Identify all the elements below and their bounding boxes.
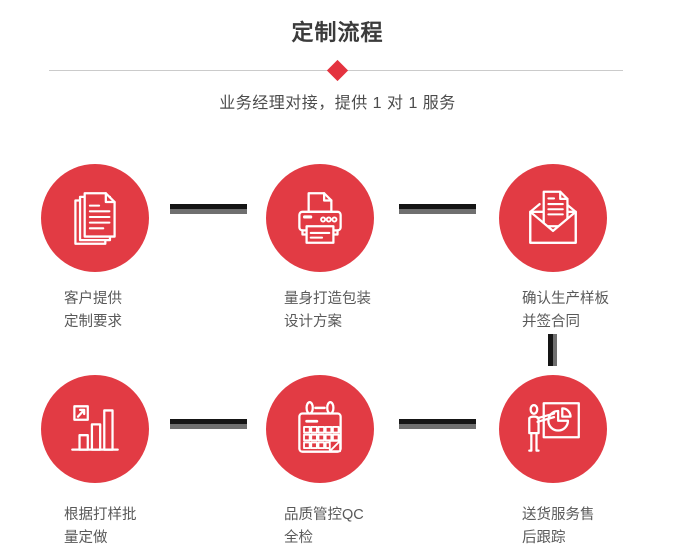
step-label-2-line1: 量身打造包装 [284,291,371,307]
step-label-4-line1: 根据打样批 [64,507,137,523]
connector-step2-step3 [399,204,476,214]
connector-step3-step6 [548,334,557,366]
step-label-1-line2: 定制要求 [64,313,122,330]
presentation-icon [528,402,580,452]
connector-step5-step6 [399,419,476,429]
step-label-4-line2: 量定做 [64,529,108,546]
step-label-3-line1: 确认生产样板 [522,291,609,307]
step-circle-6 [499,375,607,483]
step-circle-3 [499,164,607,272]
step-circle-2 [266,164,374,272]
bar-chart-icon [71,405,119,451]
step-label-1-line1: 客户提供 [64,291,122,307]
page-subtitle: 业务经理对接，提供 1 对 1 服务 [219,95,456,112]
connector-step1-step2 [170,204,247,214]
step-label-5-line2: 全检 [284,529,313,546]
step-label-5: 品质管控QC 全检 [284,504,364,549]
connector-step4-step5 [170,419,247,429]
envelope-icon [529,190,577,244]
step-label-1: 客户提供 定制要求 [64,288,122,333]
printer-icon [298,192,342,244]
step-label-5-line1: 品质管控QC [284,507,364,523]
step-circle-1 [41,164,149,272]
calendar-icon [298,401,342,453]
diamond-icon [326,59,349,82]
page-title: 定制流程 [291,20,384,45]
step-label-3: 确认生产样板 并签合同 [522,288,609,333]
step-label-6-line2: 后跟踪 [522,529,566,546]
step-circle-5 [266,375,374,483]
step-label-4: 根据打样批 量定做 [64,504,137,549]
step-label-6-line1: 送货服务售 [522,507,595,523]
documents-icon [74,192,116,245]
step-label-2-line2: 设计方案 [284,313,342,330]
step-label-6: 送货服务售 后跟踪 [522,504,595,549]
step-label-2: 量身打造包装 设计方案 [284,288,371,333]
step-circle-4 [41,375,149,483]
step-label-3-line2: 并签合同 [522,313,580,330]
